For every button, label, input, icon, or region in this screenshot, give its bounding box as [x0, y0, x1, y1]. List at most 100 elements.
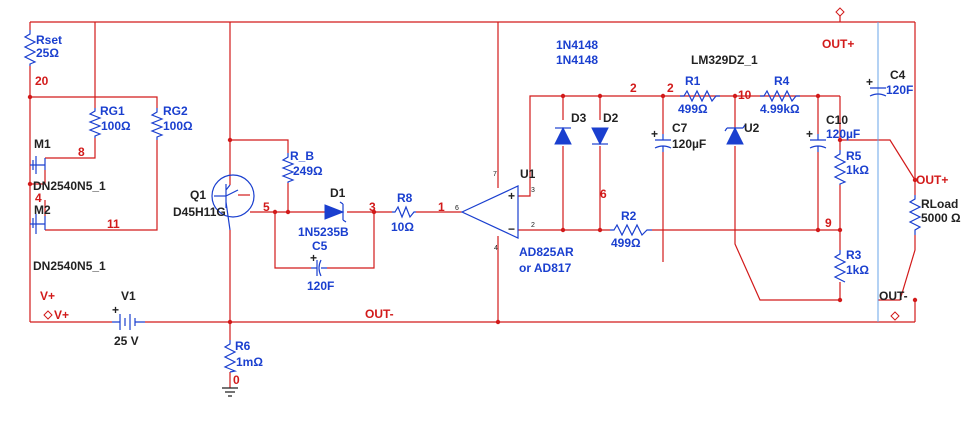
- r6-label: R6: [235, 339, 251, 353]
- rset-value: 25Ω: [36, 46, 59, 60]
- rload-resistor[interactable]: RLoad 5000 Ω: [908, 195, 961, 235]
- u2-label: U2: [744, 121, 760, 135]
- m1-mosfet[interactable]: M1 DN2540N5_1: [30, 137, 106, 193]
- r6-resistor[interactable]: R6 1mΩ: [223, 339, 263, 373]
- c10-plus-sign: +: [806, 127, 813, 141]
- r1-value: 499Ω: [678, 102, 708, 116]
- r2-value: 499Ω: [611, 236, 641, 250]
- rload-label: RLoad: [921, 197, 958, 211]
- rg2-resistor[interactable]: RG2 100Ω: [150, 104, 193, 140]
- v1-battery[interactable]: + V1 25 V: [112, 289, 145, 348]
- c4-value: 120F: [886, 83, 913, 97]
- junction-dot: [912, 177, 918, 183]
- d3-label: D3: [571, 111, 587, 125]
- c10-label: C10: [826, 113, 848, 127]
- m2-part: DN2540N5_1: [33, 259, 106, 273]
- r8-resistor[interactable]: R8 10Ω: [391, 191, 416, 234]
- r4-label: R4: [774, 74, 790, 88]
- c4-plus-sign: +: [866, 75, 873, 89]
- d3-diode[interactable]: D3: [554, 111, 587, 145]
- r3-resistor[interactable]: R3 1kΩ: [833, 248, 869, 283]
- junction-dot: [597, 93, 603, 99]
- junction-dot: [227, 319, 233, 325]
- r8-value: 10Ω: [391, 220, 414, 234]
- v-plus-connector[interactable]: [43, 310, 53, 320]
- rload-value: 5000 Ω: [921, 211, 961, 225]
- net-label-1: 1: [438, 200, 445, 214]
- m1-label: M1: [34, 137, 51, 151]
- out-minus-bottom-label: OUT-: [365, 307, 394, 321]
- d2-diode[interactable]: D2: [591, 111, 619, 146]
- out-plus-top-label: OUT+: [822, 37, 854, 51]
- c10-value: 120µF: [826, 127, 860, 141]
- junction-dot: [27, 181, 33, 187]
- c4-label: C4: [890, 68, 906, 82]
- out-minus-connector[interactable]: [890, 311, 900, 321]
- junction-dot: [815, 227, 821, 233]
- u1-pin-6: 6: [455, 205, 459, 212]
- c7-value: 120µF: [672, 137, 706, 151]
- u1-pin-2: 2: [531, 222, 535, 229]
- r4-resistor[interactable]: R4 4.99kΩ: [760, 74, 800, 116]
- c5-capacitor[interactable]: + C5 120F: [307, 239, 334, 293]
- c4-capacitor[interactable]: + C4 120F: [866, 68, 913, 97]
- u1-minus-sign: −: [508, 222, 515, 236]
- d1-zener-diode[interactable]: D1 1N5235B: [298, 186, 349, 239]
- q1-transistor[interactable]: Q1 D45H11G: [173, 174, 255, 231]
- connector-diamonds: [43, 7, 900, 321]
- out-plus-connector[interactable]: [835, 7, 845, 17]
- junction-dot: [837, 297, 843, 303]
- r2-resistor[interactable]: R2 499Ω: [610, 209, 652, 250]
- r1-label: R1: [685, 74, 701, 88]
- wires: [29, 12, 916, 388]
- rg2-value: 100Ω: [163, 119, 193, 133]
- net-label-11: 11: [107, 217, 120, 231]
- junction-dot: [560, 227, 566, 233]
- net-labels: 20 8 4 11 5 3 1 6 2 2 10 9 0 OUT+ OUT+ O…: [35, 37, 948, 387]
- u1-plus-sign: +: [508, 189, 515, 203]
- m2-mosfet[interactable]: M2 DN2540N5_1: [30, 203, 106, 273]
- ground-symbol: [222, 387, 238, 397]
- junction-dot: [912, 297, 918, 303]
- net-label-6: 6: [600, 187, 607, 201]
- net-label-5: 5: [263, 200, 270, 214]
- v1-plus-sign: +: [112, 303, 119, 317]
- r8-label: R8: [397, 191, 413, 205]
- junctions: [27, 93, 918, 325]
- junction-dot: [27, 94, 33, 100]
- u1-opamp[interactable]: + − 7 6 4 3 2 U1 AD825AR or AD817: [455, 167, 574, 275]
- rb-value: 249Ω: [293, 164, 323, 178]
- u1-pin-3: 3: [531, 187, 535, 194]
- rg1-value: 100Ω: [101, 119, 131, 133]
- r1-resistor[interactable]: R1 499Ω: [678, 74, 720, 116]
- u1-pin-4: 4: [494, 245, 498, 252]
- rb-resistor[interactable]: R_B 249Ω: [281, 149, 323, 183]
- c5-value: 120F: [307, 279, 334, 293]
- u1-label: U1: [520, 167, 536, 181]
- rg1-label: RG1: [100, 104, 125, 118]
- rg1-resistor[interactable]: RG1 100Ω: [88, 104, 131, 138]
- c7-capacitor[interactable]: + C7 120µF: [651, 121, 706, 152]
- net-label-8: 8: [78, 145, 85, 159]
- rb-label: R_B: [290, 149, 314, 163]
- c10-capacitor[interactable]: + C10 120µF: [806, 113, 860, 152]
- junction-dot: [560, 93, 566, 99]
- rset-resistor[interactable]: Rset 25Ω: [23, 30, 62, 66]
- u2-reference-diode[interactable]: U2 LM329DZ_1: [691, 53, 760, 145]
- junction-dot: [837, 137, 843, 143]
- r5-value: 1kΩ: [846, 163, 869, 177]
- u1-pin-7: 7: [493, 171, 497, 178]
- junction-dot: [227, 137, 233, 143]
- d1-part: 1N5235B: [298, 225, 349, 239]
- junction-dot: [495, 319, 501, 325]
- c5-label: C5: [312, 239, 328, 253]
- junction-dot: [371, 209, 377, 215]
- u2-part: LM329DZ_1: [691, 53, 758, 67]
- r5-resistor[interactable]: R5 1kΩ: [833, 149, 869, 185]
- r4-value: 4.99kΩ: [760, 102, 800, 116]
- junction-dot: [597, 227, 603, 233]
- diode-part-1: 1N4148: [556, 38, 598, 52]
- q1-part: D45H11G: [173, 205, 226, 219]
- net-label-2a: 2: [630, 81, 637, 95]
